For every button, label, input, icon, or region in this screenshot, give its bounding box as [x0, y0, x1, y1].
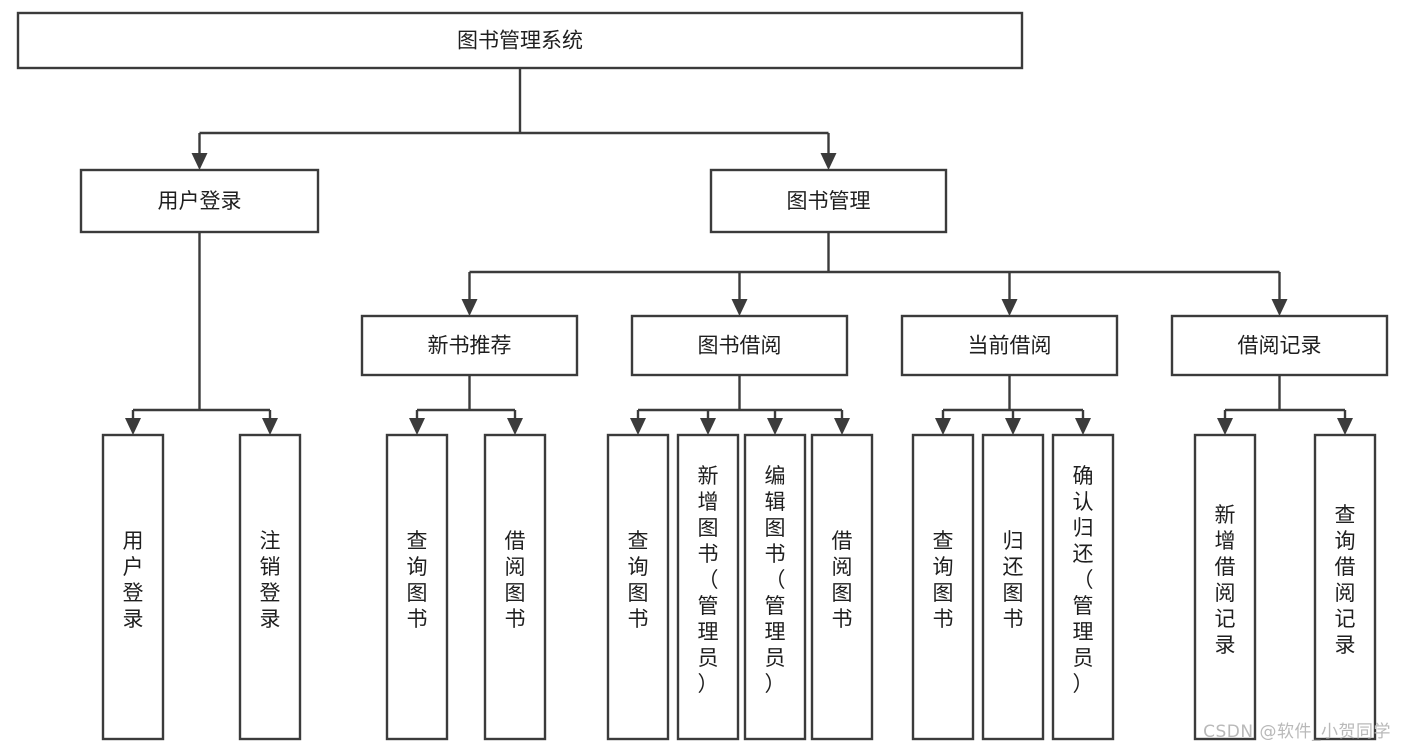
node-leaf-query-book-current[interactable]: 查询图书 [911, 433, 975, 741]
node-label-current-borrow: 当前借阅 [968, 334, 1052, 358]
node-label-leaf-query-book-borrow: 查询图书 [628, 529, 649, 631]
connector-layer [125, 68, 1353, 435]
arrow-head-icon [834, 418, 850, 435]
node-label-leaf-add-borrow-record: 新增借阅记录 [1215, 503, 1236, 657]
node-box-leaf-borrow-book-rec[interactable] [483, 433, 547, 741]
node-box-user-login[interactable] [79, 168, 320, 234]
node-label-book-management: 图书管理 [787, 189, 871, 213]
csdn-watermark: CSDN @软件_小贺同学 [1203, 722, 1391, 742]
node-label-book-borrow: 图书借阅 [698, 334, 782, 358]
node-label-leaf-edit-book-admin: 编辑图书（管理员） [765, 464, 786, 696]
node-leaf-confirm-return-admin[interactable]: 确认归还（管理员） [1051, 433, 1115, 741]
node-label-leaf-borrow-book: 借阅图书 [832, 529, 853, 631]
node-label-leaf-confirm-return-admin: 确认归还（管理员） [1073, 464, 1094, 696]
node-box-leaf-query-book-rec[interactable] [385, 433, 449, 741]
arrow-head-icon [935, 418, 951, 435]
node-label-leaf-user-logout: 注销登录 [260, 529, 281, 631]
arrow-head-icon [507, 418, 523, 435]
node-label-leaf-return-book: 归还图书 [1003, 529, 1024, 631]
arrow-head-icon [125, 418, 141, 435]
node-leaf-return-book[interactable]: 归还图书 [981, 433, 1045, 741]
node-leaf-add-book-admin[interactable]: 新增图书（管理员） [676, 433, 740, 741]
arrow-head-icon [262, 418, 278, 435]
arrow-head-icon [820, 153, 837, 170]
arrow-head-icon [191, 153, 208, 170]
node-box-new-book-recommend[interactable] [360, 314, 579, 377]
node-box-borrow-record[interactable] [1170, 314, 1389, 377]
node-label-leaf-query-book-current: 查询图书 [933, 529, 954, 631]
node-label-leaf-borrow-book-rec: 借阅图书 [505, 529, 526, 631]
arrow-head-icon [1337, 418, 1353, 435]
node-box-leaf-return-book[interactable] [981, 433, 1045, 741]
node-box-leaf-edit-book-admin[interactable] [743, 433, 807, 741]
node-label-leaf-add-book-admin: 新增图书（管理员） [698, 464, 719, 696]
node-label-leaf-user-login: 用户登录 [123, 529, 144, 631]
node-new-book-recommend[interactable]: 新书推荐 [360, 314, 579, 377]
arrow-head-icon [1001, 299, 1018, 316]
node-box-book-management[interactable] [709, 168, 948, 234]
arrow-head-icon [700, 418, 716, 435]
node-box-current-borrow[interactable] [900, 314, 1119, 377]
node-leaf-query-book-rec[interactable]: 查询图书 [385, 433, 449, 741]
node-leaf-user-logout[interactable]: 注销登录 [238, 433, 302, 741]
arrow-head-icon [1217, 418, 1233, 435]
arrow-head-icon [630, 418, 646, 435]
node-leaf-edit-book-admin[interactable]: 编辑图书（管理员） [743, 433, 807, 741]
node-book-borrow[interactable]: 图书借阅 [630, 314, 849, 377]
node-label-borrow-record: 借阅记录 [1238, 334, 1322, 358]
node-label-leaf-query-book-rec: 查询图书 [407, 529, 428, 631]
node-leaf-query-borrow-record[interactable]: 查询借阅记录 [1313, 433, 1377, 741]
node-label-root: 图书管理系统 [457, 29, 583, 53]
node-root[interactable]: 图书管理系统 [16, 11, 1024, 70]
node-leaf-user-login[interactable]: 用户登录 [101, 433, 165, 741]
arrow-head-icon [1271, 299, 1288, 316]
node-box-leaf-query-borrow-record[interactable] [1313, 433, 1377, 741]
node-box-leaf-confirm-return-admin[interactable] [1051, 433, 1115, 741]
node-label-leaf-query-borrow-record: 查询借阅记录 [1335, 503, 1356, 657]
node-leaf-add-borrow-record[interactable]: 新增借阅记录 [1193, 433, 1257, 741]
node-borrow-record[interactable]: 借阅记录 [1170, 314, 1389, 377]
arrow-head-icon [767, 418, 783, 435]
arrow-head-icon [409, 418, 425, 435]
node-leaf-query-book-borrow[interactable]: 查询图书 [606, 433, 670, 741]
node-box-leaf-add-borrow-record[interactable] [1193, 433, 1257, 741]
node-current-borrow[interactable]: 当前借阅 [900, 314, 1119, 377]
node-label-user-login: 用户登录 [158, 189, 242, 213]
node-label-new-book-recommend: 新书推荐 [428, 334, 512, 358]
node-leaf-borrow-book[interactable]: 借阅图书 [810, 433, 874, 741]
node-box-leaf-query-book-current[interactable] [911, 433, 975, 741]
node-box-leaf-user-logout[interactable] [238, 433, 302, 741]
node-leaf-borrow-book-rec[interactable]: 借阅图书 [483, 433, 547, 741]
arrow-head-icon [461, 299, 478, 316]
arrow-head-icon [731, 299, 748, 316]
node-layer: 图书管理系统用户登录图书管理新书推荐图书借阅当前借阅借阅记录用户登录注销登录查询… [16, 11, 1389, 741]
node-box-leaf-borrow-book[interactable] [810, 433, 874, 741]
node-user-login[interactable]: 用户登录 [79, 168, 320, 234]
node-box-book-borrow[interactable] [630, 314, 849, 377]
arrow-head-icon [1075, 418, 1091, 435]
node-box-leaf-query-book-borrow[interactable] [606, 433, 670, 741]
arrow-head-icon [1005, 418, 1021, 435]
node-box-leaf-add-book-admin[interactable] [676, 433, 740, 741]
node-box-leaf-user-login[interactable] [101, 433, 165, 741]
node-box-root[interactable] [16, 11, 1024, 70]
node-book-management[interactable]: 图书管理 [709, 168, 948, 234]
